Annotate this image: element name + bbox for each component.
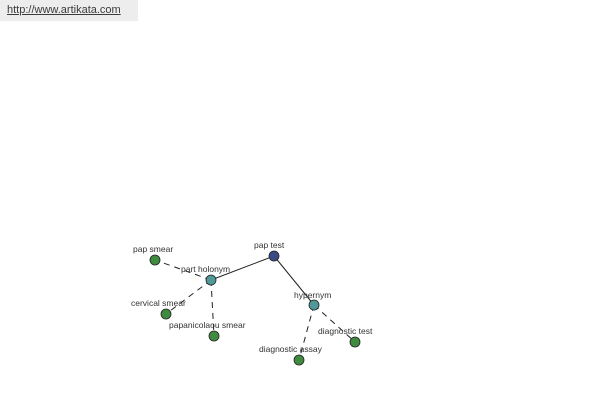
term-node-diagnostic-test[interactable] (349, 336, 361, 348)
edge-part-holonym-cervical-smear (165, 279, 212, 315)
term-node-pap-smear[interactable] (149, 254, 161, 266)
relation-node-hypernym[interactable] (308, 299, 320, 311)
url-banner: http://www.artikata.com (0, 0, 138, 21)
relation-label-part-holonym: part holonym (181, 264, 230, 274)
edge-part-holonym-papanicolaou-smear (210, 279, 215, 337)
term-node-papanicolaou-smear[interactable] (208, 330, 220, 342)
root-node[interactable] (268, 250, 280, 262)
root-label: pap test (254, 240, 285, 250)
edge-part-holonym-pap-smear (154, 259, 212, 281)
term-label-cervical-smear: cervical smear (131, 298, 186, 308)
relation-label-hypernym: hypernym (294, 290, 331, 300)
term-label-diagnostic-assay: diagnostic assay (259, 344, 323, 354)
term-label-diagnostic-test: diagnostic test (318, 326, 373, 336)
term-node-cervical-smear[interactable] (160, 308, 172, 320)
edge-hypernym-diagnostic-assay (298, 304, 315, 361)
term-label-papanicolaou-smear: papanicolaou smear (169, 320, 246, 330)
term-node-diagnostic-assay[interactable] (293, 354, 305, 366)
term-label-pap-smear: pap smear (133, 244, 173, 254)
site-url-link[interactable]: http://www.artikata.com (7, 4, 121, 16)
edge-root-part-holonym (210, 255, 275, 281)
relation-node-part-holonym[interactable] (205, 274, 217, 286)
edge-root-hypernym (273, 255, 315, 306)
edge-hypernym-diagnostic-test (313, 304, 356, 343)
